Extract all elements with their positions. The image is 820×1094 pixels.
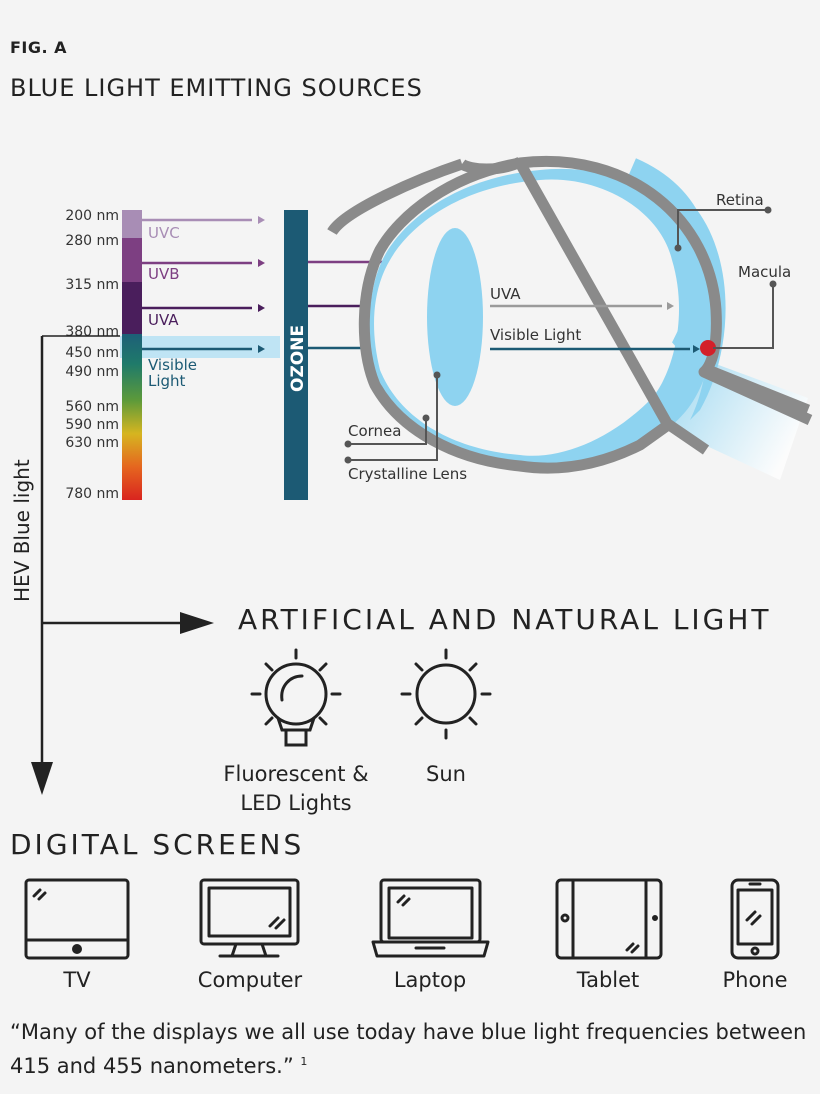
wavelength-label: 490 nm: [65, 364, 119, 380]
uvc-label: UVC: [148, 224, 180, 242]
artificial-natural-title: ARTIFICIAL AND NATURAL LIGHT: [238, 603, 772, 636]
wavelength-label: 380 nm: [65, 324, 119, 340]
down-arrow-icon: [31, 762, 53, 795]
tv-label: TV: [63, 968, 91, 992]
phone-icon: [730, 878, 780, 960]
cornea-label: Cornea: [348, 422, 401, 440]
eye-illustration: [327, 156, 813, 480]
phone-label: Phone: [722, 968, 788, 992]
wavelength-label: 560 nm: [65, 399, 119, 415]
quote-footnote-ref: 1: [300, 1055, 308, 1068]
fluorescent-label: Fluorescent & LED Lights: [206, 760, 386, 818]
fluorescent-label-line2: LED Lights: [240, 791, 352, 815]
ozone-label: OZONE: [288, 325, 308, 392]
wavelength-label: 780 nm: [65, 486, 119, 502]
page-title: BLUE LIGHT EMITTING SOURCES: [10, 74, 423, 102]
fluorescent-label-line1: Fluorescent &: [223, 762, 369, 786]
uvc-segment: [122, 210, 142, 238]
uvb-label: UVB: [148, 265, 180, 283]
sun-icon: [400, 648, 492, 740]
quote: “Many of the displays we all use today h…: [10, 1018, 810, 1081]
laptop-icon: [371, 878, 490, 958]
light-label: Light: [148, 372, 186, 390]
tv-icon: [24, 878, 130, 960]
uva-label: UVA: [148, 311, 179, 329]
uva-eye-label: UVA: [490, 285, 521, 303]
right-arrow-icon: [180, 612, 214, 634]
computer-label: Computer: [197, 968, 303, 992]
visible-label: Visible: [148, 356, 197, 374]
wavelength-label: 590 nm: [65, 417, 119, 433]
visible-segment: [122, 334, 142, 500]
quote-text: “Many of the displays we all use today h…: [10, 1020, 807, 1078]
visible-band-highlight: [120, 336, 280, 358]
macula-label: Macula: [738, 263, 791, 281]
lens-label: Crystalline Lens: [348, 465, 467, 483]
tablet-icon: [555, 878, 663, 960]
digital-screens-title: DIGITAL SCREENS: [10, 828, 305, 861]
uva-segment: [122, 282, 142, 334]
sun-label: Sun: [426, 762, 466, 786]
macula-dot: [700, 340, 716, 356]
uvb-segment: [122, 238, 142, 282]
tablet-label: Tablet: [576, 968, 640, 992]
wavelength-label: 280 nm: [65, 233, 119, 249]
hev-label: HEV Blue light: [10, 459, 34, 602]
wavelength-label: 200 nm: [65, 208, 119, 224]
wavelength-label: 450 nm: [65, 345, 119, 361]
crystalline-lens: [427, 228, 483, 406]
wavelength-label: 630 nm: [65, 435, 119, 451]
visible-light-eye-label: Visible Light: [490, 326, 581, 344]
laptop-label: Laptop: [393, 968, 467, 992]
ozone-layer: [284, 210, 308, 500]
wavelength-label: 315 nm: [65, 277, 119, 293]
computer-icon: [199, 878, 300, 958]
lightbulb-icon: [250, 648, 342, 747]
retina-label: Retina: [716, 191, 764, 209]
figure-label: FIG. A: [10, 38, 68, 57]
